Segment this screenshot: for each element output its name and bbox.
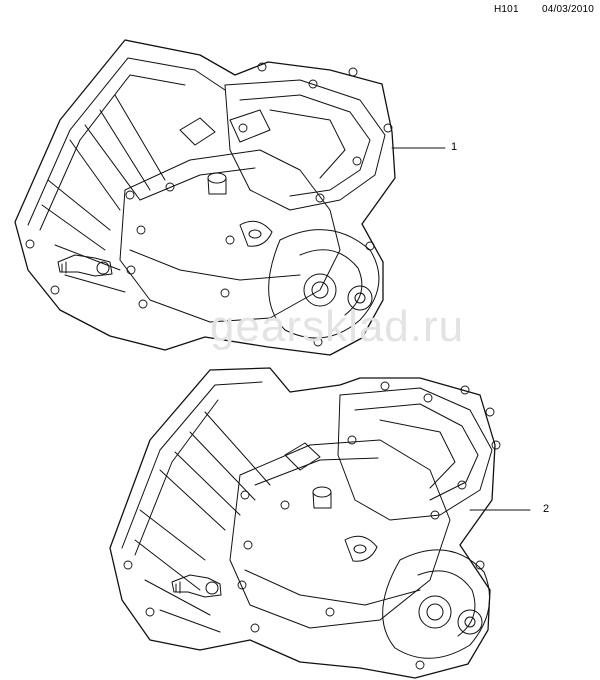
transmission-1 bbox=[14, 39, 396, 356]
diagram-date: 04/03/2010 bbox=[542, 4, 595, 15]
transmission-2 bbox=[109, 367, 501, 679]
callout-2: 2 bbox=[543, 503, 550, 515]
diagram-code: H101 bbox=[494, 4, 519, 15]
callout-1: 1 bbox=[451, 141, 458, 153]
